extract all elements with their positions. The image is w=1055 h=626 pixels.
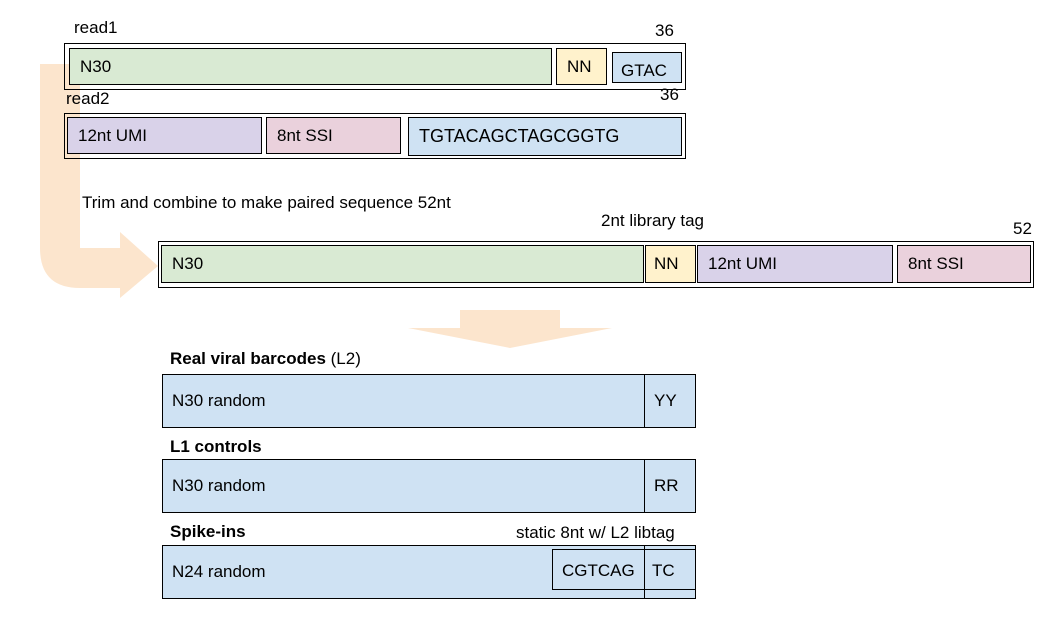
real-barcodes-title-main: Real viral barcodes <box>170 349 326 368</box>
down-arrow <box>408 310 612 348</box>
library-tag-label: 2nt library tag <box>601 211 704 230</box>
read2-length: 36 <box>660 85 679 104</box>
combined-length: 52 <box>1013 219 1032 238</box>
spike-ins-n24-segment: N24 random <box>172 562 266 581</box>
combined-ssi-segment: 8nt SSI <box>897 245 1031 283</box>
real-barcodes-yy-segment: YY <box>644 374 696 428</box>
read1-length: 36 <box>655 21 674 40</box>
read1-n30-segment: N30 <box>69 48 552 85</box>
read1-label: read1 <box>74 18 118 37</box>
read1-nn-segment: NN <box>556 48 607 85</box>
combined-container <box>158 241 1034 288</box>
spike-ins-container <box>162 545 696 599</box>
spike-ins-static-seq: CGTCAG <box>562 561 635 580</box>
read1-gtac-segment: GTAC <box>612 52 682 83</box>
spike-ins-static-box <box>552 549 696 590</box>
real-barcodes-title: Real viral barcodes (L2) <box>170 349 361 369</box>
read2-label: read2 <box>66 89 110 108</box>
combine-caption: Trim and combine to make paired sequence… <box>82 193 451 212</box>
spike-ins-note: static 8nt w/ L2 libtag <box>516 523 675 542</box>
spike-ins-libtag: TC <box>652 561 675 580</box>
combined-n30-segment: N30 <box>161 245 644 283</box>
real-barcodes-title-suffix: (L2) <box>325 349 361 368</box>
combined-umi-segment: 12nt UMI <box>697 245 893 283</box>
read2-container <box>64 113 686 159</box>
read2-ssi-segment: 8nt SSI <box>266 117 401 154</box>
combined-nn-segment: NN <box>645 245 696 283</box>
read2-sequence-segment: TGTACAGCTAGCGGTG <box>408 117 682 156</box>
l1-controls-container <box>162 459 696 513</box>
spike-ins-title: Spike-ins <box>170 522 246 541</box>
l1-controls-n30-segment: N30 random <box>172 476 266 495</box>
spike-ins-divider <box>644 545 645 599</box>
l1-controls-rr-segment: RR <box>644 459 696 513</box>
real-barcodes-n30-segment: N30 random <box>172 391 266 410</box>
real-barcodes-container <box>162 374 696 428</box>
read2-umi-segment: 12nt UMI <box>67 117 262 154</box>
read1-container <box>64 43 686 90</box>
l1-controls-title: L1 controls <box>170 437 262 456</box>
